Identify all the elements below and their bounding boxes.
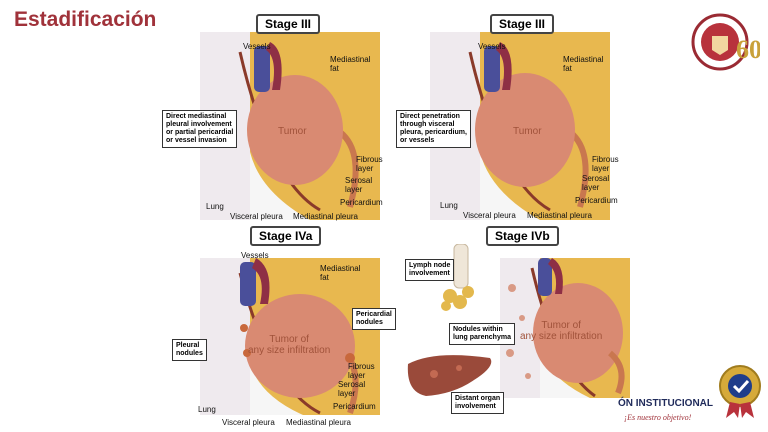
stage-label: Stage IVa	[250, 226, 322, 246]
lung-label: Lung	[206, 202, 224, 211]
fibrous-layer-label: Fibrous layer	[592, 155, 619, 173]
lung-label: Lung	[198, 405, 216, 414]
anatomy-illustration	[200, 32, 380, 220]
anatomy-illustration	[500, 258, 630, 398]
pericardium-label: Pericardium	[333, 402, 376, 411]
liver-illustration	[407, 355, 492, 396]
anatomy-illustration	[200, 258, 380, 418]
visceral-pleura-label: Visceral pleura	[230, 212, 283, 221]
institution-footer: ÓN INSTITUCIONAL	[618, 398, 713, 409]
visceral-pleura-label: Visceral pleura	[463, 211, 516, 220]
slide-title: Estadificación	[14, 8, 157, 31]
university-logo: 60	[691, 13, 760, 71]
mediastinal-fat-label: Mediastinal fat	[330, 55, 371, 73]
vessels-label: Vessels	[478, 42, 506, 51]
mediastinal-pleura-label: Mediastinal pleura	[286, 418, 351, 427]
visceral-pleura-label: Visceral pleura	[222, 418, 275, 427]
tumor-label: Tumor	[513, 126, 542, 137]
mediastinal-fat-label: Mediastinal fat	[320, 264, 361, 282]
serosal-layer-label: Serosal layer	[338, 380, 366, 398]
callout-box: Direct mediastinal pleural involvement o…	[162, 110, 238, 148]
pericardium-label: Pericardium	[340, 198, 383, 207]
mediastinal-pleura-label: Mediastinal pleura	[527, 211, 592, 220]
lung-label: Lung	[440, 201, 458, 210]
diagram-panel-stage-iva	[200, 258, 380, 418]
lymph-node-callout: Lymph node involvement	[405, 259, 455, 281]
serosal-layer-label: Serosal layer	[345, 176, 373, 194]
stage-label: Stage III	[490, 14, 555, 34]
fibrous-layer-label: Fibrous layer	[348, 362, 375, 380]
diagram-panel-stage-ivb	[500, 258, 630, 398]
quality-seal-icon	[719, 365, 761, 418]
svg-text:60: 60	[736, 35, 760, 64]
pericardial-nodules-callout: Pericardial nodules	[352, 308, 396, 330]
tumor-label: Tumor of any size infiltration	[520, 320, 603, 342]
stage-label: Stage IVb	[486, 226, 559, 246]
pericardium-label: Pericardium	[575, 196, 618, 205]
institution-slogan: ¡Es nuestro objetivo!	[624, 413, 692, 422]
diagram-panel-stage-iii-b	[430, 32, 610, 220]
stage-label: Stage III	[256, 14, 321, 34]
distant-organ-callout: Distant organ involvement	[451, 392, 505, 414]
lymph-node-illustration	[441, 244, 474, 311]
lung-nodules-callout: Nodules within lung parenchyma	[449, 323, 515, 345]
pleural-nodules-callout: Pleural nodules	[172, 339, 207, 361]
anatomy-illustration	[430, 32, 610, 220]
mediastinal-fat-label: Mediastinal fat	[563, 55, 604, 73]
mediastinal-pleura-label: Mediastinal pleura	[293, 212, 358, 221]
fibrous-layer-label: Fibrous layer	[356, 155, 383, 173]
serosal-layer-label: Serosal layer	[582, 174, 610, 192]
vessels-label: Vessels	[241, 251, 269, 260]
tumor-label: Tumor	[278, 126, 307, 137]
vessels-label: Vessels	[243, 42, 271, 51]
tumor-label: Tumor of any size infiltration	[248, 334, 331, 356]
bottom-strip	[162, 415, 602, 432]
callout-box: Direct penetration through visceral pleu…	[396, 110, 471, 148]
